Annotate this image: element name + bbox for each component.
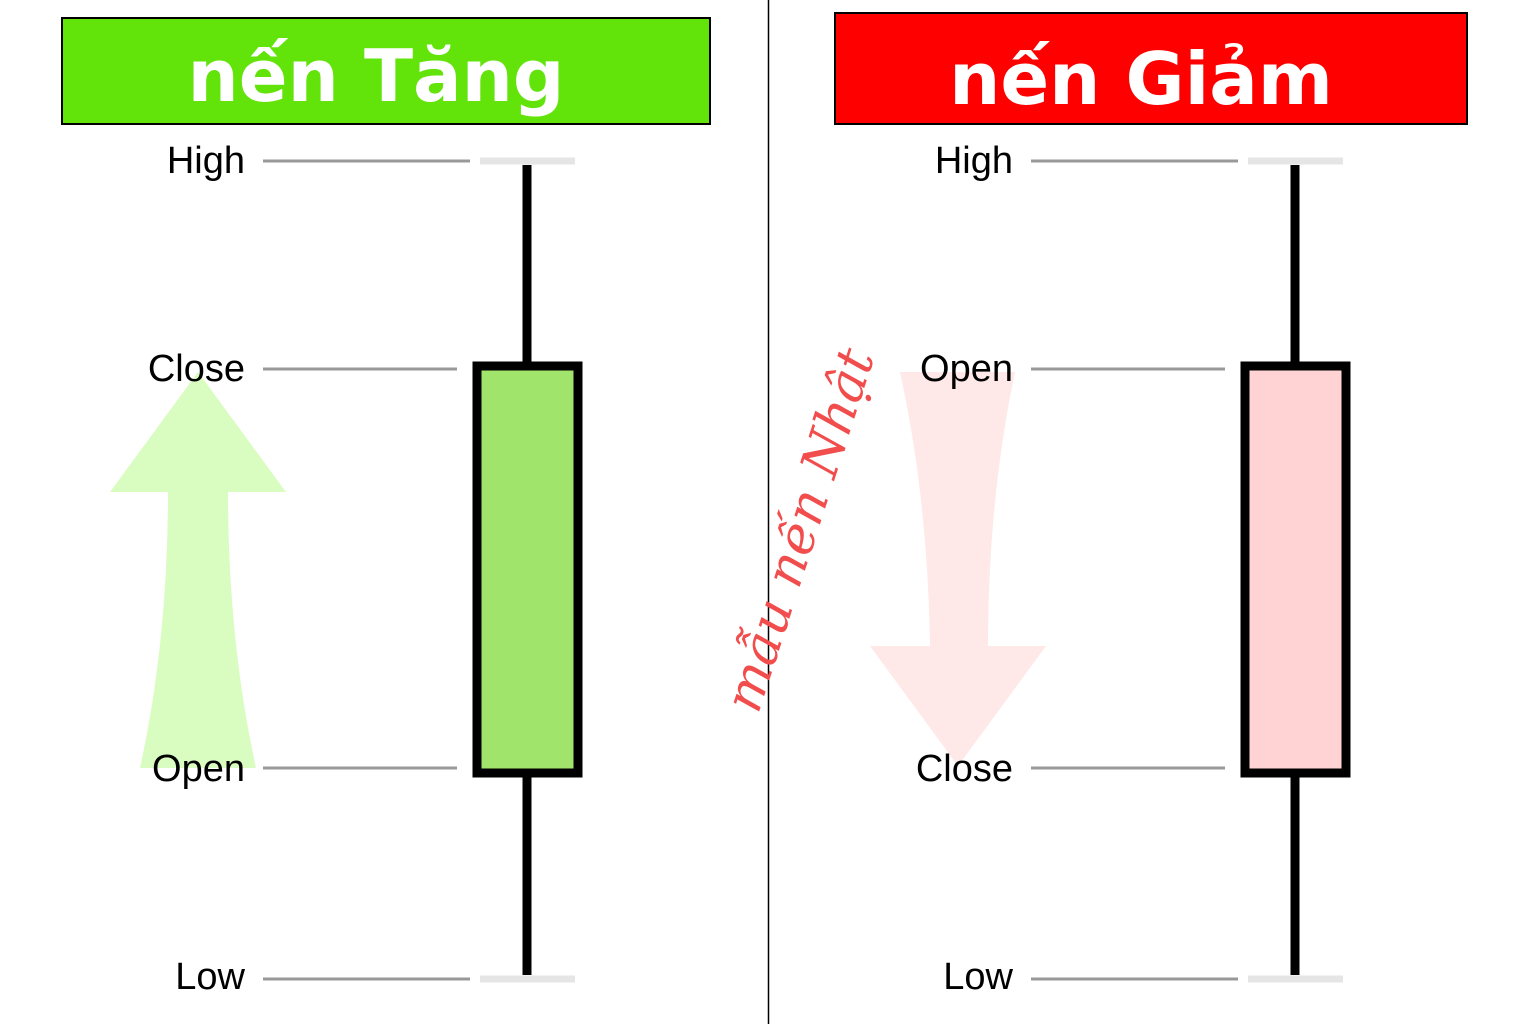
down-arrow-icon <box>870 372 1046 766</box>
bullish-title-box <box>61 17 711 125</box>
label-close: Close <box>916 748 1013 790</box>
label-high: High <box>935 140 1013 182</box>
label-low: Low <box>175 956 245 998</box>
label-close: Close <box>148 348 245 390</box>
label-low: Low <box>943 956 1013 998</box>
bearish-candle-body <box>1240 361 1351 778</box>
bearish-title-box <box>834 12 1468 125</box>
bearish-panel: nến Giảm High Open Close Low <box>834 12 1468 998</box>
bullish-candle-body <box>472 361 583 778</box>
center-caption: mẫu nến Nhật <box>713 341 887 719</box>
label-open: Open <box>920 348 1013 390</box>
label-open: Open <box>152 748 245 790</box>
label-high: High <box>167 140 245 182</box>
bullish-title: nến Tăng <box>188 34 565 118</box>
bearish-title: nến Giảm <box>949 37 1333 121</box>
up-arrow-icon <box>110 372 286 768</box>
bullish-panel: nến Tăng High Close Open Low <box>61 17 711 998</box>
